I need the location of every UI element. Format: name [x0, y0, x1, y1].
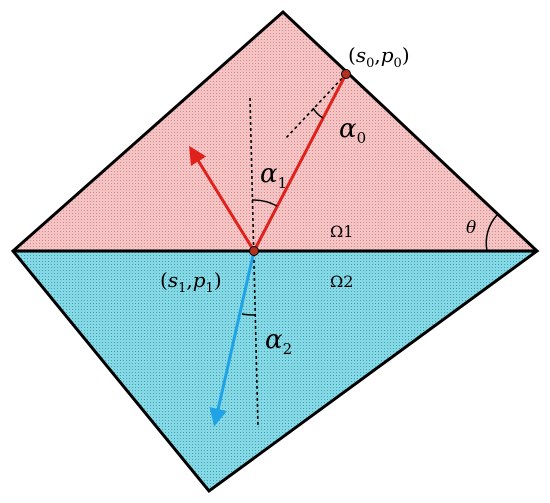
angle-arc-a1 [251, 199, 278, 207]
incident-ray [252, 73, 348, 252]
source-point [341, 69, 351, 79]
label-omega1: Ω1 [330, 222, 353, 241]
region-omega2 [13, 251, 537, 491]
label-omega2: Ω2 [330, 272, 353, 291]
reflected-ray [189, 145, 256, 252]
label-theta: θ [466, 218, 476, 238]
label-interface-point: (s1,p1) [160, 268, 222, 296]
label-alpha2: α2 [265, 325, 292, 358]
angle-arc-a2 [241, 313, 256, 316]
label-alpha0: α0 [339, 114, 366, 147]
refracted-ray [209, 250, 256, 427]
interface-point [249, 246, 259, 256]
region-omega1 [13, 12, 537, 251]
angle-arc-a0 [312, 107, 324, 119]
angle-arc-theta [485, 214, 498, 252]
label-alpha1: α1 [260, 159, 287, 192]
normal-line [249, 97, 259, 429]
source-normal-line [285, 73, 347, 139]
label-source-point: (s0,p0) [348, 43, 410, 71]
